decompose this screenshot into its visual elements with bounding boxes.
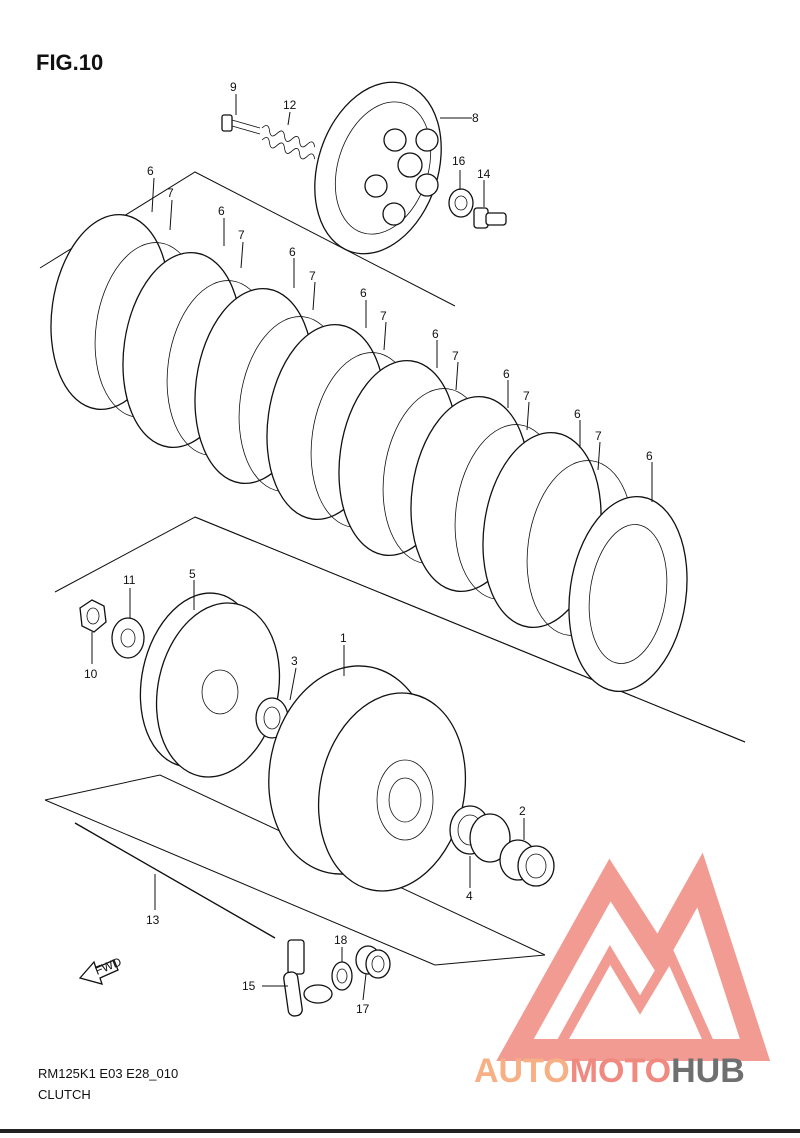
callout-7b: 7 bbox=[238, 228, 245, 242]
callout-5: 5 bbox=[189, 567, 196, 581]
callout-7c: 7 bbox=[309, 269, 316, 283]
callout-4: 4 bbox=[466, 889, 473, 903]
section-name: CLUTCH bbox=[38, 1087, 91, 1102]
callout-18: 18 bbox=[334, 933, 348, 947]
callout-3: 3 bbox=[291, 654, 298, 668]
callout-11: 11 bbox=[123, 573, 136, 587]
watermark-hub: HUB bbox=[671, 1052, 745, 1090]
callout-8: 8 bbox=[472, 111, 479, 125]
figure-title: FIG.10 bbox=[36, 50, 104, 75]
callout-leaders bbox=[91, 94, 653, 1001]
release-cam-shaft bbox=[283, 939, 333, 1017]
callout-14: 14 bbox=[477, 167, 491, 181]
push-rod bbox=[74, 822, 276, 939]
oil-seal bbox=[331, 961, 353, 991]
callout-12: 12 bbox=[283, 98, 297, 112]
release-bearing bbox=[448, 188, 474, 218]
clutch-sleeve-hub bbox=[139, 592, 281, 778]
watermark-text: AUTOMOTOHUB bbox=[474, 1052, 745, 1091]
callout-13: 13 bbox=[146, 913, 160, 927]
callout-6f: 6 bbox=[503, 367, 510, 381]
drive-plate bbox=[568, 495, 688, 693]
bearing-17 bbox=[355, 945, 391, 979]
clutch-plate-stack bbox=[50, 213, 688, 693]
needle-bearing bbox=[449, 805, 511, 863]
callout-6g: 6 bbox=[574, 407, 581, 421]
callout-17: 17 bbox=[356, 1002, 370, 1016]
callout-7d: 7 bbox=[380, 309, 387, 323]
assembly-guide-lines bbox=[39, 171, 746, 966]
callout-16: 16 bbox=[452, 154, 466, 168]
callout-9: 9 bbox=[230, 80, 237, 94]
watermark-logo bbox=[496, 852, 771, 1061]
callout-6a: 6 bbox=[147, 164, 154, 178]
callout-7a: 7 bbox=[167, 186, 174, 200]
callout-6h: 6 bbox=[646, 449, 653, 463]
watermark-auto: AUTO bbox=[474, 1052, 570, 1090]
page-bottom-border bbox=[0, 1129, 800, 1133]
callout-6c: 6 bbox=[289, 245, 296, 259]
callout-10: 10 bbox=[84, 667, 98, 681]
callout-6d: 6 bbox=[360, 286, 367, 300]
callout-7e: 7 bbox=[452, 349, 459, 363]
lock-washer bbox=[111, 617, 145, 659]
clutch-spring bbox=[261, 125, 316, 160]
spacer bbox=[499, 839, 555, 887]
callout-7g: 7 bbox=[595, 429, 602, 443]
callout-7f: 7 bbox=[523, 389, 530, 403]
callout-6b: 6 bbox=[218, 204, 225, 218]
push-piece bbox=[473, 207, 507, 229]
clutch-spring-bolt bbox=[221, 114, 261, 135]
callout-15: 15 bbox=[242, 979, 256, 993]
callout-2: 2 bbox=[519, 804, 526, 818]
callout-6e: 6 bbox=[432, 327, 439, 341]
clutch-nut bbox=[79, 599, 107, 633]
forward-arrow: FWD bbox=[78, 954, 124, 985]
clutch-housing bbox=[268, 665, 467, 892]
watermark-moto: MOTO bbox=[569, 1052, 672, 1090]
model-code: RM125K1 E03 E28_010 bbox=[38, 1066, 179, 1081]
callout-1: 1 bbox=[340, 631, 347, 645]
pressure-plate bbox=[314, 81, 442, 255]
callout-numbers: 9 12 8 16 14 6 7 6 7 6 7 6 7 6 7 6 7 6 7… bbox=[84, 80, 653, 1016]
